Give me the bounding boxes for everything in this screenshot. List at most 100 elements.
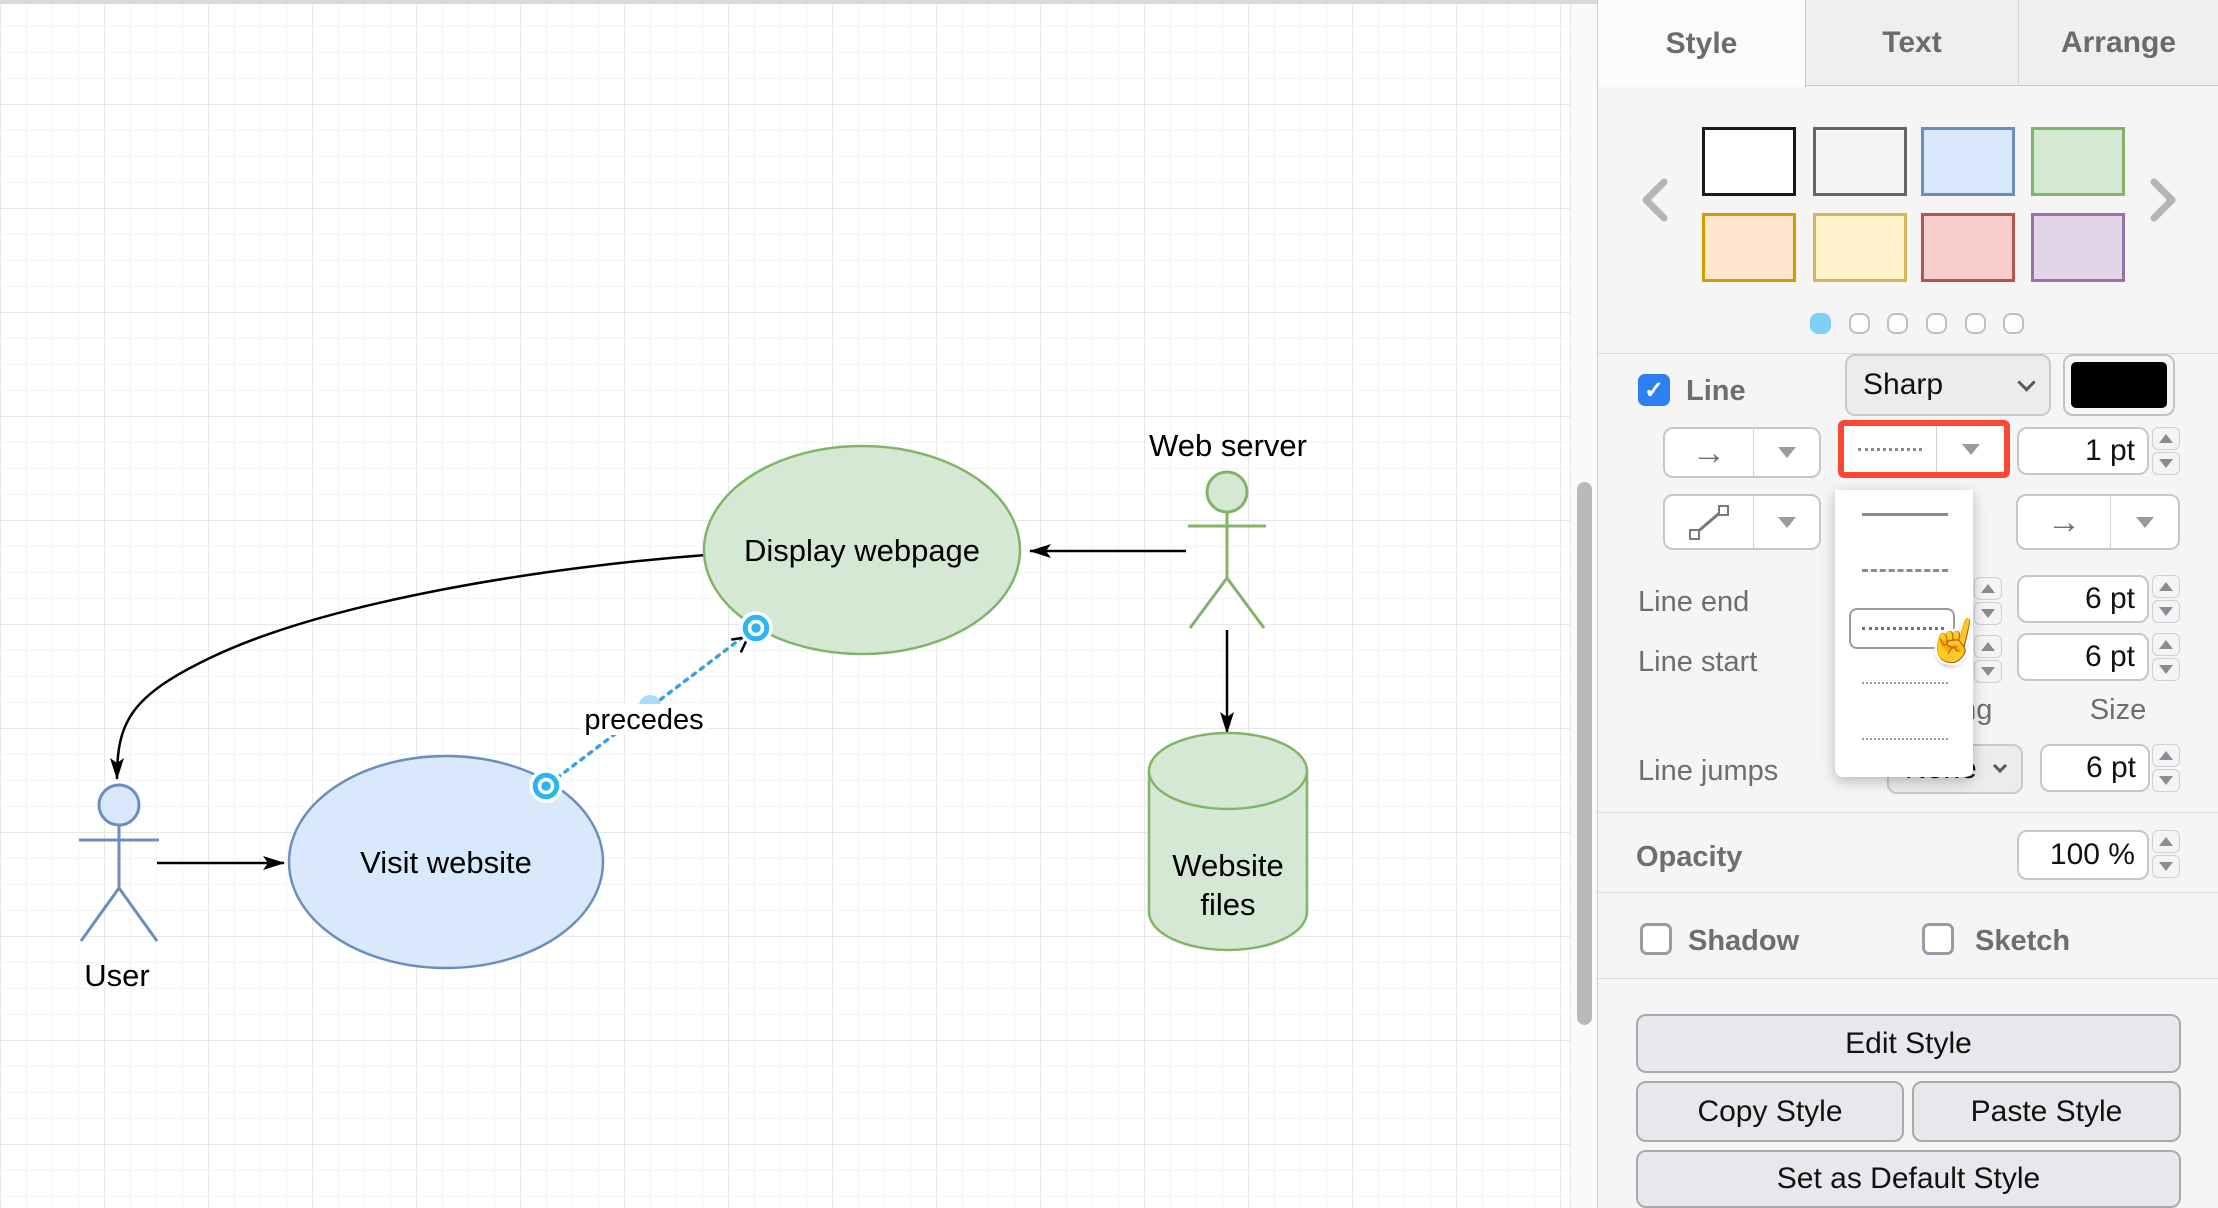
line-color-swatch — [2071, 362, 2167, 408]
step-down-icon[interactable] — [2152, 600, 2180, 623]
line-end-spacing-stepper[interactable] — [1974, 577, 2002, 625]
step-down-icon[interactable] — [2152, 452, 2180, 475]
step-down-icon[interactable] — [2152, 658, 2180, 681]
opacity-stepper[interactable] — [2152, 830, 2180, 878]
menu-option-dotted-fine-2[interactable] — [1862, 738, 1948, 740]
dropdown-triangle-icon — [1961, 443, 1980, 455]
palette-page-dot-2[interactable] — [1849, 313, 1870, 334]
palette-prev-icon[interactable] — [1638, 176, 1672, 232]
step-up-icon[interactable] — [2152, 830, 2180, 853]
node-visit-website[interactable]: Visit website — [287, 754, 605, 970]
line-start-size-stepper[interactable] — [2152, 633, 2180, 681]
line-width-stepper[interactable] — [2152, 427, 2180, 475]
line-end-size-stepper[interactable] — [2152, 575, 2180, 623]
node-web-server-label: Web server — [1149, 428, 1307, 463]
line-style-dropdown-button[interactable] — [1936, 426, 2004, 472]
connection-arrow-button[interactable]: → — [1663, 427, 1821, 478]
step-down-icon[interactable] — [1974, 602, 2002, 625]
style-swatch-green[interactable] — [2031, 127, 2125, 196]
copy-style-button[interactable]: Copy Style — [1636, 1081, 1904, 1142]
edit-style-button[interactable]: Edit Style — [1636, 1014, 2181, 1073]
palette-page-dot-5[interactable] — [1965, 313, 1986, 334]
line-jumps-label: Line jumps — [1638, 755, 1779, 787]
node-display-webpage[interactable]: Display webpage — [702, 444, 1022, 656]
step-down-icon[interactable] — [1974, 660, 2002, 683]
dropdown-triangle-icon — [1777, 447, 1796, 458]
shadow-checkbox[interactable] — [1640, 923, 1672, 955]
menu-option-dotted-selected[interactable] — [1849, 608, 1955, 649]
style-swatch-red[interactable] — [1921, 213, 2015, 282]
edge-endpoint-handle-target[interactable] — [739, 611, 773, 645]
node-website-files-label-line1: Website — [1172, 848, 1283, 883]
canvas-top-scrollbar-track — [0, 0, 1597, 4]
step-down-icon[interactable] — [2152, 855, 2180, 878]
line-end-arrow-button[interactable]: → — [2016, 494, 2180, 550]
step-up-icon[interactable] — [2152, 427, 2180, 450]
format-panel: Style Text Arrange ✓ Line Sharp — [1598, 0, 2218, 1208]
line-jumps-size-input[interactable]: 6 pt — [2040, 744, 2150, 792]
opacity-input[interactable]: 100 % — [2017, 830, 2149, 880]
section-divider — [1598, 892, 2218, 893]
vertical-scrollbar-thumb[interactable] — [1577, 482, 1592, 1025]
node-web-server-actor[interactable] — [1188, 470, 1266, 629]
waypoint-line-icon — [1665, 496, 1753, 548]
step-down-icon[interactable] — [2152, 769, 2180, 792]
chevron-down-icon — [1992, 758, 2008, 774]
menu-option-dotted-fine-1[interactable] — [1862, 682, 1948, 684]
sketch-checkbox[interactable] — [1922, 923, 1954, 955]
line-checkbox[interactable]: ✓ — [1638, 374, 1670, 406]
palette-page-dot-6[interactable] — [2003, 313, 2024, 334]
style-swatch-yellow[interactable] — [1813, 213, 1907, 282]
style-swatch-purple[interactable] — [2031, 213, 2125, 282]
paste-style-button[interactable]: Paste Style — [1912, 1081, 2181, 1142]
line-end-size-input[interactable]: 6 pt — [2017, 575, 2149, 623]
edge-endpoint-handle-source[interactable] — [529, 769, 563, 803]
edge-label-precedes[interactable]: precedes — [582, 695, 706, 736]
arrow-dropdown-button[interactable] — [1753, 429, 1819, 476]
line-type-select[interactable]: Sharp — [1845, 354, 2051, 416]
node-website-files[interactable]: Website files — [1147, 731, 1309, 952]
step-up-icon[interactable] — [1974, 635, 2002, 658]
line-start-label: Line start — [1638, 646, 1758, 678]
menu-option-dashed[interactable] — [1862, 569, 1948, 572]
arrow-right-icon: → — [2047, 503, 2081, 541]
palette-page-dot-1[interactable] — [1810, 313, 1831, 334]
style-swatch-white[interactable] — [1702, 127, 1796, 196]
step-up-icon[interactable] — [2152, 633, 2180, 656]
dropdown-triangle-icon — [2135, 516, 2154, 528]
line-end-arrow-dropdown-button[interactable] — [2110, 496, 2178, 548]
step-up-icon[interactable] — [1974, 577, 2002, 600]
palette-next-icon[interactable] — [2146, 176, 2180, 232]
line-start-spacing-stepper[interactable] — [1974, 635, 2002, 683]
style-swatch-orange[interactable] — [1702, 213, 1796, 282]
dotted-line-icon — [1844, 426, 1936, 472]
canvas-vertical-scrollbar[interactable] — [1570, 0, 1598, 1208]
tab-arrange[interactable]: Arrange — [2060, 26, 2177, 59]
line-start-size-input[interactable]: 6 pt — [2017, 633, 2149, 681]
step-up-icon[interactable] — [2152, 575, 2180, 598]
set-default-style-button[interactable]: Set as Default Style — [1636, 1150, 2181, 1208]
line-jumps-size-stepper[interactable] — [2152, 744, 2180, 792]
tab-text[interactable]: Text — [1806, 0, 2019, 86]
style-swatch-blue[interactable] — [1921, 127, 2015, 196]
dropdown-triangle-icon — [1777, 516, 1796, 528]
tab-style[interactable]: Style — [1598, 0, 1806, 87]
style-swatch-gray[interactable] — [1813, 127, 1907, 196]
node-user-actor[interactable] — [79, 783, 159, 942]
arrow-right-icon: → — [1692, 433, 1726, 472]
opacity-label: Opacity — [1636, 841, 1743, 873]
line-width-input[interactable]: 1 pt — [2017, 427, 2149, 475]
menu-option-solid[interactable] — [1862, 513, 1948, 516]
chevron-down-icon — [2017, 372, 2036, 392]
diagram-canvas[interactable]: Visit website Display webpage Website fi… — [0, 0, 1597, 1208]
line-end-label: Line end — [1638, 586, 1750, 618]
line-style-button-highlighted[interactable] — [1838, 420, 2010, 478]
line-color-button[interactable] — [2063, 354, 2175, 416]
waypoints-dropdown-button[interactable] — [1753, 496, 1819, 548]
edge-display-user[interactable] — [110, 553, 707, 780]
palette-page-dot-3[interactable] — [1887, 313, 1908, 334]
palette-page-dot-4[interactable] — [1926, 313, 1947, 334]
step-up-icon[interactable] — [2152, 744, 2180, 767]
waypoints-button[interactable] — [1663, 494, 1821, 550]
